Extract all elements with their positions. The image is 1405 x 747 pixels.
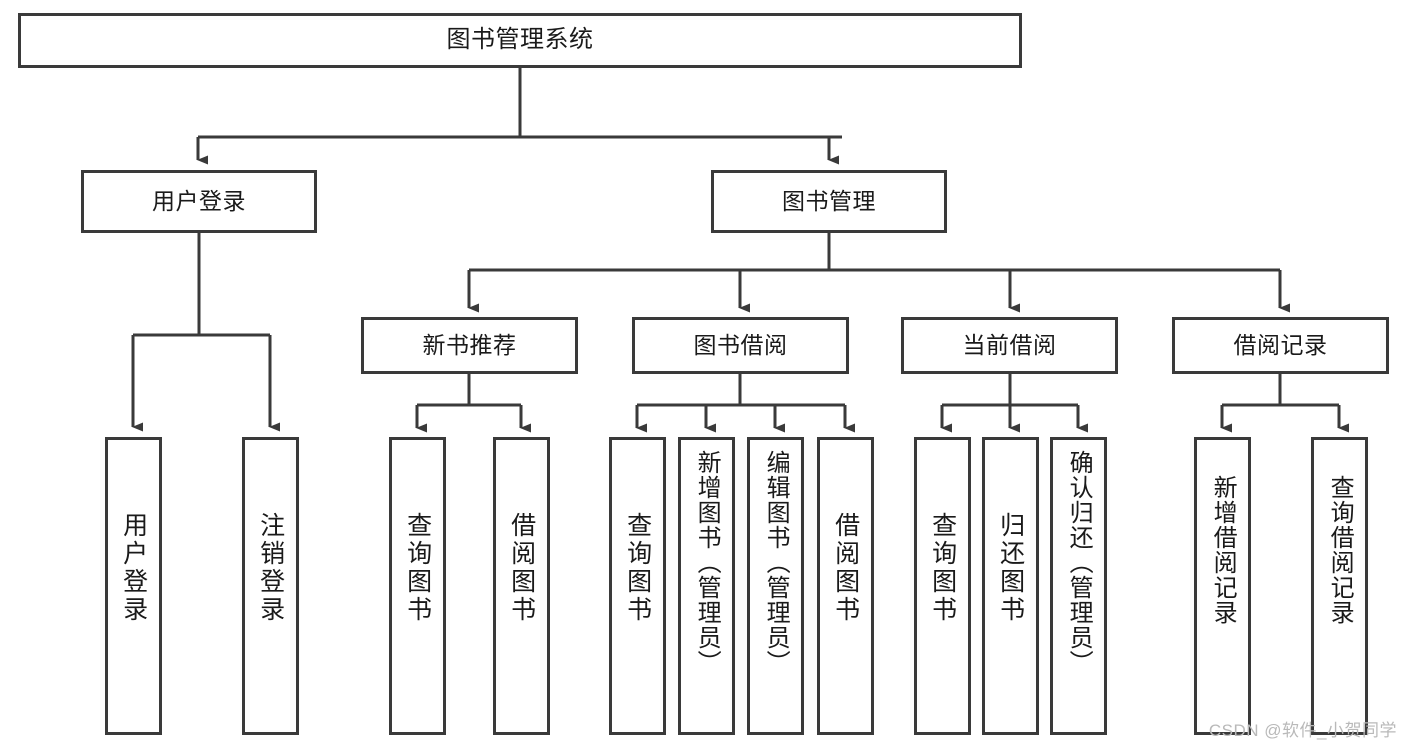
node-label: 新增借阅记录 bbox=[1209, 475, 1237, 625]
node-label: 借阅图书 bbox=[507, 512, 536, 624]
leaf-user-login[interactable]: 用户登录 bbox=[105, 437, 162, 735]
leaf-borrow-book-recommend[interactable]: 借阅图书 bbox=[493, 437, 550, 735]
node-book-borrow[interactable]: 图书借阅 bbox=[632, 317, 849, 374]
node-label: 确认归还（管理员） bbox=[1065, 450, 1093, 675]
node-label: 注销登录 bbox=[256, 512, 285, 624]
node-label: 当前借阅 bbox=[962, 331, 1057, 358]
node-label: 查询图书 bbox=[928, 512, 957, 624]
node-label: 新增图书（管理员） bbox=[693, 450, 721, 675]
node-borrow-record[interactable]: 借阅记录 bbox=[1172, 317, 1389, 374]
node-label: 图书借阅 bbox=[693, 331, 788, 358]
node-current-borrow[interactable]: 当前借阅 bbox=[901, 317, 1118, 374]
leaf-add-book-admin[interactable]: 新增图书（管理员） bbox=[678, 437, 735, 735]
node-label: 图书管理系统 bbox=[446, 26, 594, 54]
leaf-logout[interactable]: 注销登录 bbox=[242, 437, 299, 735]
node-label: 查询借阅记录 bbox=[1326, 475, 1354, 625]
node-user-login[interactable]: 用户登录 bbox=[81, 170, 317, 233]
node-book-management[interactable]: 图书管理 bbox=[711, 170, 947, 233]
node-label: 借阅记录 bbox=[1233, 331, 1328, 358]
leaf-query-borrow-record[interactable]: 查询借阅记录 bbox=[1311, 437, 1368, 735]
node-label: 查询图书 bbox=[623, 512, 652, 624]
csdn-watermark: CSDN @软件_小贺同学 bbox=[1208, 721, 1397, 740]
node-label: 借阅图书 bbox=[831, 512, 860, 624]
node-root-book-management-system[interactable]: 图书管理系统 bbox=[18, 13, 1022, 68]
leaf-query-book-recommend[interactable]: 查询图书 bbox=[389, 437, 446, 735]
leaf-edit-book-admin[interactable]: 编辑图书（管理员） bbox=[747, 437, 804, 735]
leaf-borrow-book[interactable]: 借阅图书 bbox=[817, 437, 874, 735]
leaf-confirm-return-admin[interactable]: 确认归还（管理员） bbox=[1050, 437, 1107, 735]
node-label: 用户登录 bbox=[119, 512, 148, 624]
leaf-add-borrow-record[interactable]: 新增借阅记录 bbox=[1194, 437, 1251, 735]
node-label: 查询图书 bbox=[403, 512, 432, 624]
leaf-return-book[interactable]: 归还图书 bbox=[982, 437, 1039, 735]
node-new-book-recommend[interactable]: 新书推荐 bbox=[361, 317, 578, 374]
node-label: 用户登录 bbox=[152, 187, 246, 214]
node-label: 图书管理 bbox=[782, 187, 876, 214]
leaf-query-book-borrow[interactable]: 查询图书 bbox=[609, 437, 666, 735]
node-label: 新书推荐 bbox=[422, 331, 517, 358]
node-label: 编辑图书（管理员） bbox=[762, 450, 790, 675]
node-label: 归还图书 bbox=[996, 512, 1025, 624]
leaf-query-book-current[interactable]: 查询图书 bbox=[914, 437, 971, 735]
